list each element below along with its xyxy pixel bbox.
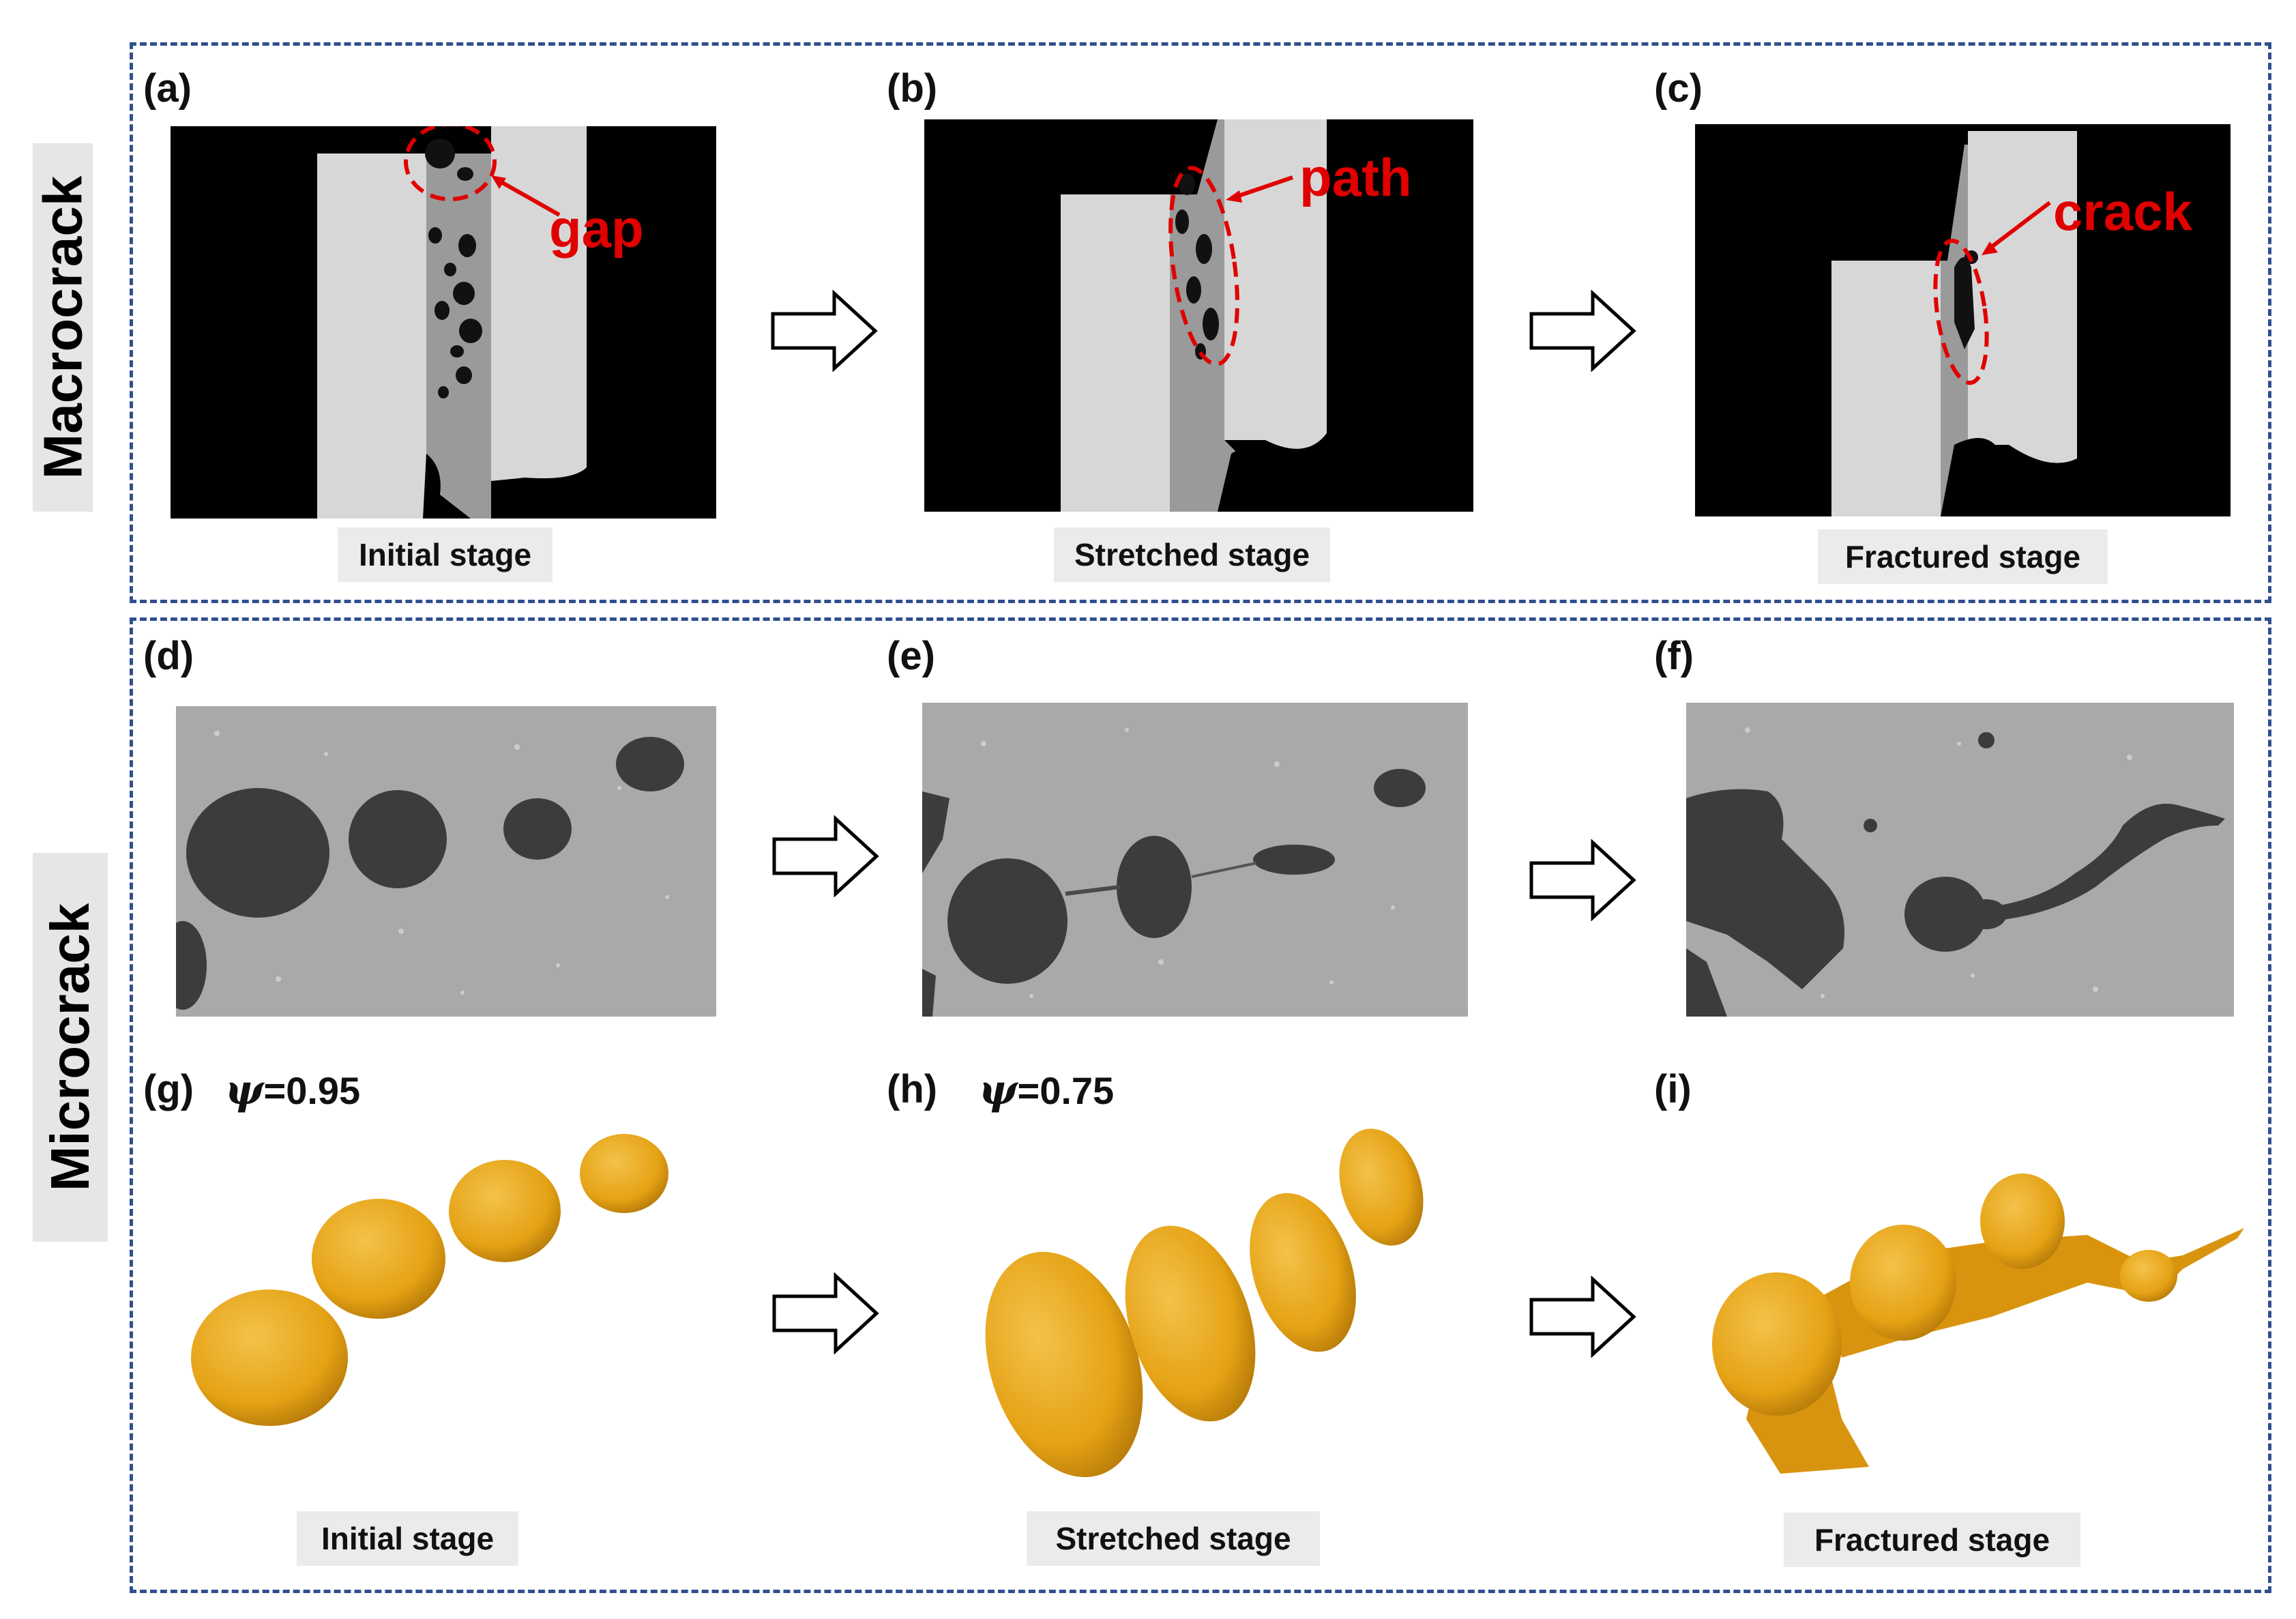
stage-label-stretched-bottom: Stretched stage <box>1027 1511 1320 1566</box>
panel-label-a: (a) <box>143 66 192 111</box>
right-arrow-icon <box>771 290 878 372</box>
stage-label-fractured-bottom: Fractured stage <box>1784 1513 2080 1567</box>
psi-value: =0.75 <box>1017 1069 1115 1112</box>
psi-symbol: ψ <box>225 1066 264 1114</box>
ct-image-initial <box>171 126 716 519</box>
microcrack-frame <box>130 617 2271 1593</box>
sphericity-h: ψ=0.75 <box>979 1066 1114 1114</box>
panel-label-g: (g) <box>143 1067 194 1111</box>
ct-image-stretched <box>924 119 1473 512</box>
panel-label-d: (d) <box>143 634 194 678</box>
stage-label-fractured-top: Fractured stage <box>1818 529 2108 584</box>
panel-label-b: (b) <box>887 66 938 111</box>
stage-label-initial-top: Initial stage <box>338 527 553 582</box>
stage-label-initial-bottom: Initial stage <box>297 1511 518 1566</box>
panel-label-h: (h) <box>887 1067 938 1111</box>
right-arrow-icon <box>772 1272 879 1354</box>
right-arrow-icon <box>1529 290 1636 372</box>
right-arrow-icon <box>1529 839 1636 921</box>
annotation-crack: crack <box>2053 181 2192 242</box>
psi-value: =0.95 <box>263 1069 361 1112</box>
ct-slice-fractured <box>1686 703 2234 1017</box>
psi-symbol: ψ <box>979 1066 1018 1114</box>
ct-image-fractured <box>1695 124 2231 516</box>
pore-render-fractured <box>1712 1173 2244 1474</box>
macrocrack-row-label: Macrocrack <box>32 143 93 512</box>
right-arrow-icon <box>1529 1276 1636 1358</box>
right-arrow-icon <box>772 815 879 897</box>
pore-render-stretched <box>985 1128 1424 1478</box>
annotation-gap: gap <box>549 199 644 259</box>
macrocrack-frame <box>130 42 2271 603</box>
panel-label-f: (f) <box>1654 634 1694 678</box>
sphericity-g: ψ=0.95 <box>225 1066 360 1114</box>
stage-label-stretched-top: Stretched stage <box>1054 527 1330 582</box>
microcrack-row-label: Microcrack <box>33 853 108 1242</box>
panel-label-c: (c) <box>1654 66 1703 111</box>
ct-slice-stretched <box>922 703 1468 1017</box>
pore-render-initial <box>191 1134 668 1426</box>
panel-label-i: (i) <box>1654 1067 1692 1111</box>
ct-slice-initial <box>176 706 716 1017</box>
annotation-path: path <box>1299 147 1412 207</box>
panel-label-e: (e) <box>887 634 935 678</box>
